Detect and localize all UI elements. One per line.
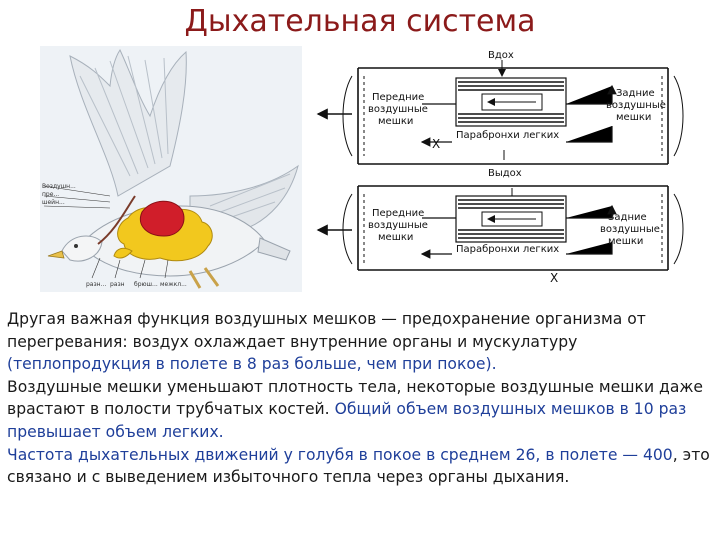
parabronchi-lines: [458, 199, 564, 239]
inhale-diagram: Вдох: [316, 50, 684, 165]
front-sacs-label: Передние: [372, 92, 424, 103]
back-sacs-label: мешки: [616, 112, 651, 123]
paragraph-3-highlight: Частота дыхательных движений у голубя в …: [7, 445, 673, 464]
x-mark: X: [550, 271, 558, 285]
exhale-title: Выдох: [488, 168, 522, 179]
trachea: [97, 195, 136, 245]
paragraph-1: Другая важная функция воздушных мешков —…: [7, 308, 715, 376]
bird-label: межкл...: [160, 281, 187, 288]
paragraph-3: Частота дыхательных движений у голубя в …: [7, 444, 715, 489]
back-sacs-label: Задние: [616, 88, 655, 99]
paragraph-2: Воздушные мешки уменьшают плотность тела…: [7, 376, 715, 444]
parabronchi-lines: [458, 81, 564, 123]
paragraph-1-text: Другая важная функция воздушных мешков —…: [7, 310, 646, 351]
bird-legs: [188, 267, 220, 289]
bird-label: разн: [110, 281, 125, 288]
back-sacs-label: воздушные: [600, 224, 660, 235]
bird-illustration: Воздушн... пре... шейн... разн... разн б…: [40, 46, 302, 292]
bird-label: брюш...: [134, 281, 158, 288]
front-sacs-label: Передние: [372, 208, 424, 219]
front-sacs-label: воздушные: [368, 104, 428, 115]
front-sacs-label: воздушные: [368, 220, 428, 231]
parabronchi-label: Парабронхи легких: [456, 130, 559, 141]
bird-label: шейн...: [42, 199, 65, 206]
inhale-title: Вдох: [488, 50, 514, 61]
paragraph-2-highlight: Общий объем воздушных мешков в 10 раз пр…: [7, 400, 687, 441]
x-mark: X: [432, 137, 440, 151]
front-sacs-label: мешки: [378, 116, 413, 127]
paragraph-2-text: Воздушные мешки уменьшают плотность тела…: [7, 377, 704, 419]
body-text: Другая важная функция воздушных мешков —…: [7, 308, 715, 489]
bird-label: пре...: [42, 191, 59, 198]
exhale-diagram: Выдох П: [316, 168, 684, 285]
back-sacs-label: мешки: [608, 236, 643, 247]
paragraph-3-text: , это связано и с выведением избыточного…: [7, 445, 710, 487]
bird-label: разн...: [86, 281, 106, 288]
bird-beak: [47, 250, 65, 259]
paragraph-1-highlight: (теплопродукция в полете в 8 раз больше,…: [7, 355, 497, 374]
respiration-schema: Вдох: [312, 46, 692, 290]
back-sacs-label: Задние: [608, 212, 647, 223]
parabronchi-label: Парабронхи легких: [456, 244, 559, 255]
back-sacs-label: воздушные: [606, 100, 666, 111]
lungs: [140, 200, 185, 237]
bird-tail: [257, 237, 291, 261]
front-sacs-label: мешки: [378, 232, 413, 243]
page-title: Дыхательная система: [184, 4, 536, 39]
bird-label: Воздушн...: [42, 183, 76, 190]
bird-wing-upper: [69, 48, 187, 197]
